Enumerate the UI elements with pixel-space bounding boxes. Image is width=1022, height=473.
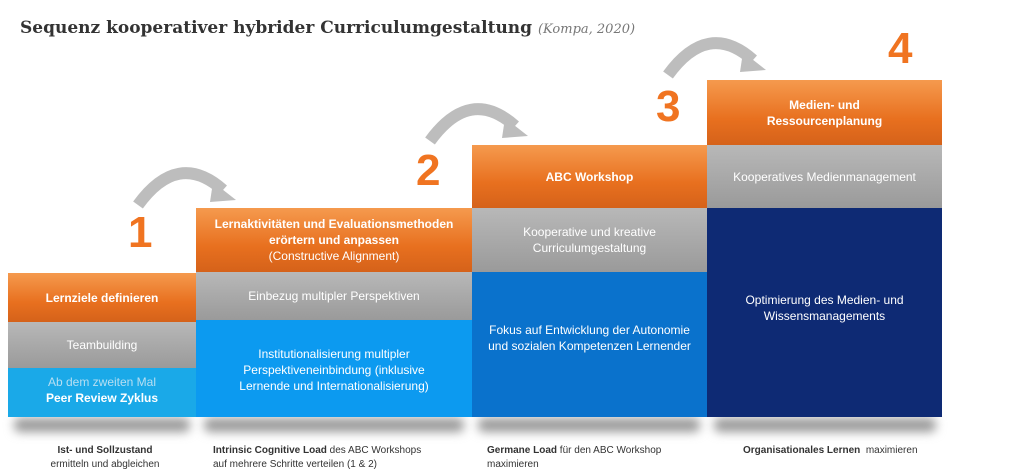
step4-bottom: Optimierung des Medien- und Wissensmanag… <box>707 208 942 417</box>
step2-header: Lernaktivitäten und Evaluationsmethoden … <box>196 208 472 272</box>
curved-arrow-icon <box>663 37 766 79</box>
step4-middle: Kooperatives Medienmanagement <box>707 145 942 208</box>
title-text: Sequenz kooperativer hybrider Curriculum… <box>20 18 533 38</box>
curved-arrow-icon <box>133 167 236 209</box>
step4-header: Medien- und Ressourcenplanung <box>707 80 942 145</box>
citation: (Kompa, 2020) <box>537 22 636 37</box>
step2-bottom: Institutionalisierung multipler Perspekt… <box>196 320 472 417</box>
step2-caption: Intrinsic Cognitive Load des ABC Worksho… <box>213 445 422 470</box>
step-number: 3 <box>656 82 681 131</box>
curved-arrow-icon <box>425 103 528 145</box>
step1-middle: Teambuilding <box>8 322 196 368</box>
step3-caption: Germane Load für den ABC Workshop maximi… <box>487 445 662 470</box>
step2-middle: Einbezug multipler Perspektiven <box>196 272 472 320</box>
step4-caption: Organisationales Lernen maximieren <box>743 445 918 456</box>
step-number: 1 <box>128 208 153 257</box>
step3-header: ABC Workshop <box>472 145 707 208</box>
step-number: 2 <box>416 146 441 195</box>
step1-header: Lernziele definieren <box>8 273 196 322</box>
step3-middle: Kooperative und kreative Curriculumgesta… <box>472 208 707 272</box>
step3-bottom: Fokus auf Entwicklung der Autonomie und … <box>472 272 707 417</box>
step-number: 4 <box>888 24 913 73</box>
page-title: Sequenz kooperativer hybrider Curriculum… <box>20 18 635 38</box>
